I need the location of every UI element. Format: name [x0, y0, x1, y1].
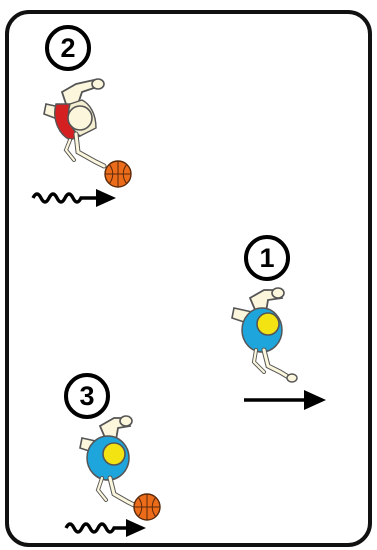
player-figure-icon: [43, 78, 107, 169]
player-1: 1: [231, 235, 326, 410]
player-number-badge: 1: [244, 235, 290, 281]
player-number-label: 3: [79, 381, 94, 411]
player-number-label: 1: [259, 243, 274, 273]
movement-arrow-icon: [244, 390, 326, 410]
player-3: 3: [64, 373, 161, 537]
player-number-badge: 2: [45, 25, 91, 71]
player-number-badge: 3: [64, 373, 110, 419]
player-number-label: 2: [60, 33, 75, 63]
basketball-icon: [104, 160, 132, 188]
dribble-arrow-icon: [64, 519, 146, 537]
player-2: 2: [31, 25, 132, 207]
player-figure-icon: [231, 287, 298, 383]
basketball-icon: [133, 493, 161, 521]
dribble-arrow-icon: [31, 189, 116, 207]
player-figure-icon: [79, 415, 139, 509]
